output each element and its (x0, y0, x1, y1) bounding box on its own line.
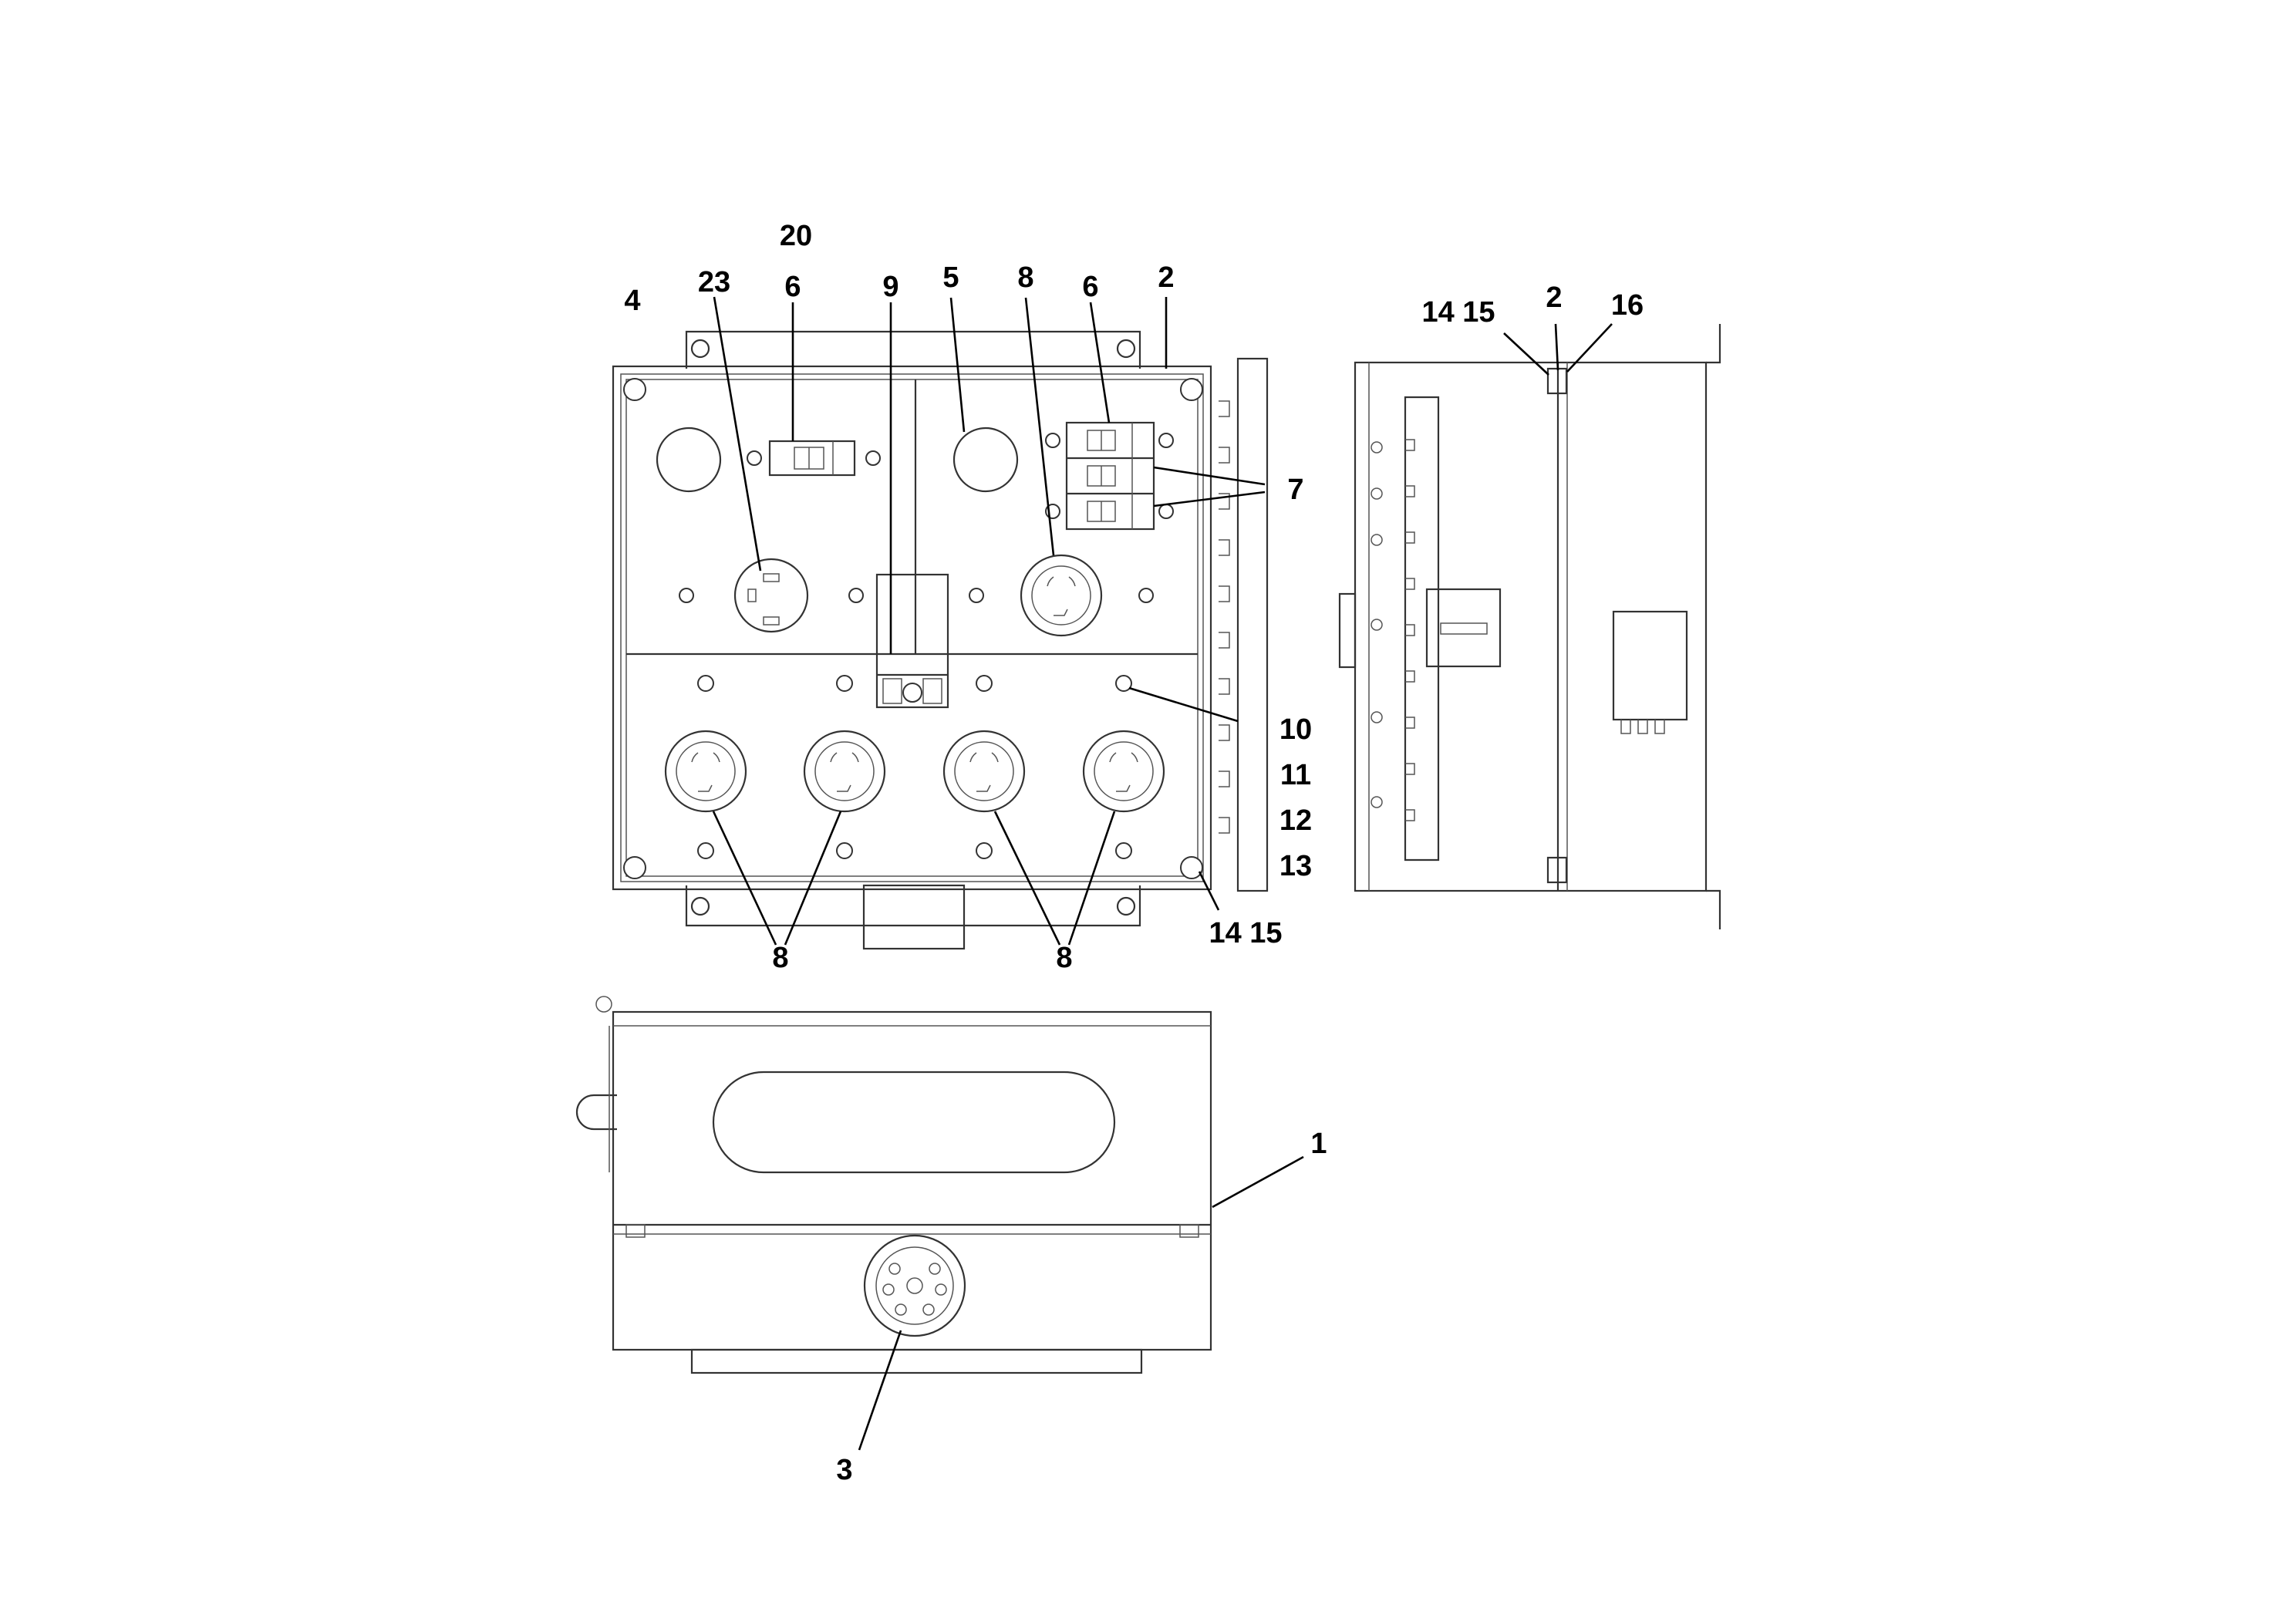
side-bracket (1706, 324, 1721, 929)
side-hinge-teeth (1405, 439, 1415, 821)
callout-4: 4 (624, 285, 640, 317)
callout-6-right: 6 (1082, 271, 1098, 303)
callout-23: 23 (698, 266, 730, 298)
callout-11: 11 (1280, 759, 1311, 791)
callout-14-15-side: 14 15 (1421, 296, 1495, 329)
bottom-base-plate (690, 1348, 1143, 1374)
bottom-slot (712, 1071, 1116, 1174)
corner-screw (1180, 378, 1203, 401)
callout-12: 12 (1279, 804, 1312, 837)
callout-14-15-front: 14 15 (1209, 917, 1282, 949)
panel-screw (836, 675, 853, 692)
callout-7: 7 (1287, 474, 1303, 506)
flange-hole (1116, 339, 1136, 359)
flange-hole (690, 339, 710, 359)
callout-6-left: 6 (784, 271, 801, 303)
panel-screw (1115, 842, 1132, 859)
callout-8-bottom-right: 8 (1056, 942, 1072, 974)
callout-9: 9 (882, 271, 899, 303)
flange-hole (690, 896, 710, 916)
enclosure-rim (625, 379, 1199, 877)
top-mounting-flange (685, 330, 1141, 369)
callout-2-front: 2 (1158, 261, 1174, 294)
twist-lock-receptacle (803, 730, 886, 813)
corner-screw (623, 856, 646, 879)
callout-3: 3 (836, 1454, 852, 1486)
callout-8-top: 8 (1017, 261, 1033, 294)
plug-cover-5 (952, 427, 1019, 493)
callout-2-side: 2 (1546, 282, 1562, 314)
side-latch-plate (1425, 588, 1502, 668)
hinge-knuckles (1219, 400, 1230, 834)
callout-1: 1 (1310, 1128, 1327, 1160)
twist-lock-receptacle (664, 730, 747, 813)
bottom-cable-clamp (862, 884, 966, 950)
twist-lock-receptacle-upper (969, 554, 1154, 637)
leader-lines (712, 296, 1266, 946)
switch-9 (875, 573, 949, 709)
corner-screw (1180, 856, 1203, 879)
side-component-box (1612, 610, 1688, 721)
side-hinge-column (1404, 396, 1440, 862)
front-view (612, 296, 1269, 950)
enclosure-outer (612, 365, 1212, 891)
side-holes (1371, 441, 1383, 808)
bottom-hinge-pin (595, 996, 612, 1013)
callout-labels: 20 23 6 9 5 8 6 2 4 7 10 11 12 13 14 15 … (624, 220, 1644, 1486)
side-enclosure (1354, 361, 1708, 892)
bottom-view (575, 996, 1304, 1451)
callout-13: 13 (1279, 850, 1312, 882)
panel-screw (976, 842, 993, 859)
side-view (1338, 323, 1721, 929)
side-hinge-bar (1236, 357, 1269, 892)
receptacle-23 (679, 558, 864, 633)
side-handle (1338, 592, 1357, 669)
callout-10: 10 (1279, 713, 1312, 746)
panel-screw-10 (1115, 675, 1132, 692)
bottom-mounting-flange (685, 885, 1141, 927)
corner-screw (623, 378, 646, 401)
twist-lock-receptacle (1082, 730, 1165, 813)
callout-8-bottom-left: 8 (772, 942, 788, 974)
connector-3 (863, 1234, 966, 1337)
panel-screw (697, 675, 714, 692)
bottom-enclosure (612, 1010, 1212, 1351)
circuit-breaker-stack (1045, 421, 1174, 531)
panel-screw (697, 842, 714, 859)
circuit-breaker-left (747, 440, 881, 477)
plug-cover-4 (656, 427, 722, 493)
callout-20: 20 (780, 220, 812, 252)
enclosure-inner (620, 373, 1204, 882)
callout-5: 5 (942, 261, 959, 294)
panel-screw (976, 675, 993, 692)
flange-hole (1116, 896, 1136, 916)
bottom-latch-loop (575, 1094, 617, 1131)
side-bottom-hinge (1546, 856, 1568, 884)
panel-screw (836, 842, 853, 859)
twist-lock-receptacle (942, 730, 1026, 813)
callout-16: 16 (1611, 289, 1644, 322)
